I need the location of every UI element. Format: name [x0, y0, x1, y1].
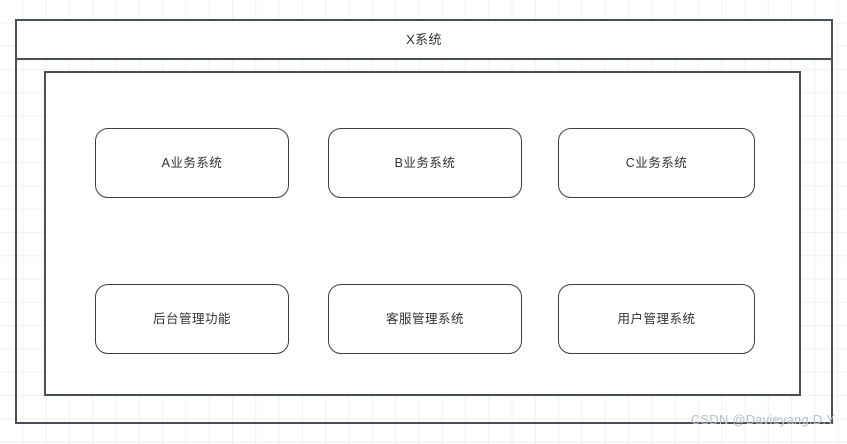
inner-container-frame: A业务系统 B业务系统 C业务系统 后台管理功能 客服管理系统 用户管理系统 — [44, 71, 801, 396]
management-systems-row: 后台管理功能 客服管理系统 用户管理系统 — [46, 284, 799, 354]
page-title: X系统 — [406, 32, 442, 47]
system-title-bar: X系统 — [15, 19, 833, 60]
node-customer-service-management[interactable]: 客服管理系统 — [328, 284, 522, 354]
node-user-management[interactable]: 用户管理系统 — [558, 284, 755, 354]
node-label: C业务系统 — [625, 155, 688, 170]
watermark: CSDN @Davieyang.D.Y — [690, 412, 835, 427]
node-business-system-b[interactable]: B业务系统 — [328, 128, 522, 198]
node-label: B业务系统 — [394, 155, 456, 170]
business-systems-row: A业务系统 B业务系统 C业务系统 — [46, 128, 799, 198]
node-backend-management[interactable]: 后台管理功能 — [95, 284, 289, 354]
node-business-system-a[interactable]: A业务系统 — [95, 128, 289, 198]
node-label: 用户管理系统 — [617, 311, 696, 326]
node-label: 后台管理功能 — [152, 311, 231, 326]
node-label: 客服管理系统 — [385, 311, 464, 326]
node-label: A业务系统 — [161, 155, 223, 170]
node-business-system-c[interactable]: C业务系统 — [558, 128, 755, 198]
